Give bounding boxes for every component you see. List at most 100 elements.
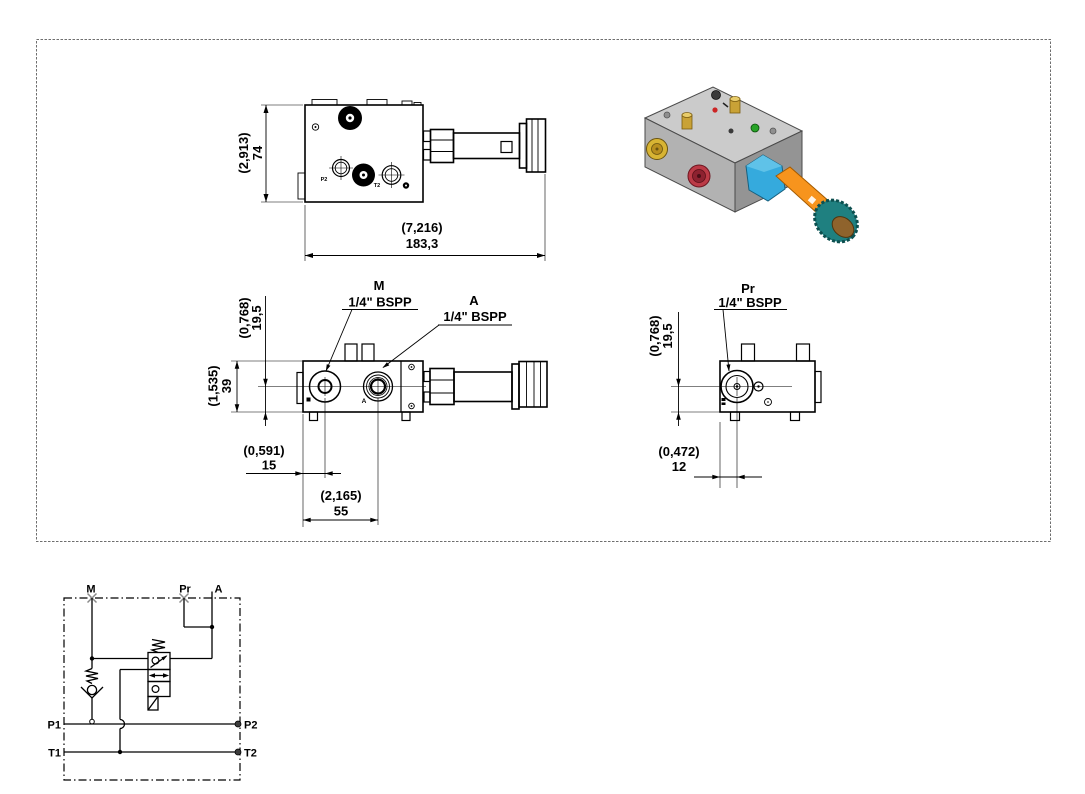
crosshair-port-right <box>378 162 405 188</box>
valve-box-bottom <box>147 680 171 698</box>
red-port <box>687 164 711 188</box>
front-dim-center-inch: (0,768) <box>237 297 252 338</box>
nut-highlight <box>746 155 782 172</box>
port-a-stamp: A <box>362 398 367 405</box>
front-dim-m-offset: (0,591) 15 <box>243 398 341 527</box>
side-dim-center-mm: 19,5 <box>660 323 675 348</box>
front-dim-a-offset-inch: (2,165) <box>320 488 361 503</box>
flow-arrow <box>161 655 168 661</box>
port-dot-p2 <box>234 720 242 728</box>
port-m-thread: 1/4" BSPP <box>348 295 412 310</box>
small-mark <box>722 102 729 108</box>
hydraulic-schematic: M Pr A P1 P2 T1 T2 <box>48 584 257 781</box>
seat-icon <box>80 686 104 699</box>
front-dim-m-offset-inch: (0,591) <box>243 443 284 458</box>
red-indicator-dot <box>712 107 718 113</box>
port-pr-name: Pr <box>741 281 755 296</box>
top-port-stamp-right: T2 <box>374 183 380 189</box>
schematic-port-m: M <box>86 584 95 596</box>
crosshair-port-left <box>329 156 353 180</box>
front-dim-center: (0,768) 19,5 <box>231 296 303 426</box>
top-view-ports: P2 T2 <box>311 106 410 189</box>
top-face-details <box>663 90 777 135</box>
sequence-valve-symbol <box>147 638 171 711</box>
schematic-port-pr: Pr <box>179 584 191 596</box>
view-3d-render <box>643 86 859 244</box>
check-valve-symbol <box>80 667 104 699</box>
front-dim-a-offset: (2,165) 55 <box>303 398 379 525</box>
screw-head <box>711 90 721 100</box>
tube-marking <box>807 195 817 205</box>
valve-ball-bottom <box>151 684 160 693</box>
schematic-boundary <box>63 597 241 781</box>
side-dim-pr-offset-mm: 12 <box>672 459 686 474</box>
junction-dot-3 <box>117 749 123 755</box>
dim-length-mm: 183,3 <box>406 236 439 251</box>
valve-spring-icon <box>149 638 166 654</box>
green-indicator <box>750 123 760 133</box>
side-dim-pr-offset: (0,472) 12 <box>658 398 762 488</box>
dim-height-mm: 74 <box>250 145 265 160</box>
sheet-border <box>36 39 1051 542</box>
spring-icon <box>83 667 99 685</box>
top-view-edge-tabs <box>297 99 422 200</box>
port-m-name: M <box>374 278 385 293</box>
schematic-port-t1: T1 <box>48 748 61 760</box>
pilot-diagonal <box>147 696 159 711</box>
small-hole-1 <box>311 123 320 131</box>
label-port-m: M 1/4" BSPP <box>325 278 418 372</box>
side-dim-pr-offset-inch: (0,472) <box>658 444 699 459</box>
front-dim-center-mm: 19,5 <box>249 305 264 330</box>
port-a-name: A <box>469 293 479 308</box>
schematic-port-t2: T2 <box>244 748 257 760</box>
front-dim-m-offset-mm: 15 <box>262 458 276 473</box>
junction-dot-2 <box>209 624 215 630</box>
ball-icon <box>86 684 98 696</box>
port-a-thread: 1/4" BSPP <box>443 309 507 324</box>
port-a: A <box>362 371 394 405</box>
side-view-tabs <box>729 343 822 422</box>
dim-height-inch: (2,913) <box>236 132 251 173</box>
junction-dot-1 <box>89 656 95 661</box>
top-view-dim-height: (2,913) 74 <box>236 104 303 203</box>
brass-stud-1 <box>681 112 693 130</box>
port-pr-stamp <box>721 398 726 401</box>
view-top: P2 T2 (2,913) 74 <box>236 99 547 261</box>
junction-circle <box>89 718 95 725</box>
schematic-port-a: A <box>215 584 223 596</box>
side-small-hole-1 <box>753 381 764 392</box>
side-small-hole-2 <box>764 398 772 406</box>
label-port-pr: Pr 1/4" BSPP <box>714 281 787 372</box>
top-view-cartridge <box>422 118 547 173</box>
view-front: A M 1/4" BSPP A 1/4" BSPP <box>206 278 548 527</box>
dim-length-inch: (7,216) <box>401 220 442 235</box>
schematic-port-p1: P1 <box>48 720 61 732</box>
knob-end-face <box>831 216 855 238</box>
knob-front-view <box>518 360 548 408</box>
knob-top-view <box>525 118 547 173</box>
front-dim-height-inch: (1,535) <box>206 365 221 406</box>
side-dim-center: (0,768) 19,5 <box>647 312 720 426</box>
port-m-stamp <box>306 397 311 402</box>
small-dark-hole <box>728 128 734 134</box>
front-dim-a-offset-mm: 55 <box>334 504 348 519</box>
schematic-port-p2: P2 <box>244 720 257 732</box>
side-dim-center-inch: (0,768) <box>647 315 662 356</box>
schematic-lines <box>64 591 238 753</box>
port-dot-t2 <box>234 748 242 756</box>
front-dim-height: (1,535) 39 <box>206 361 240 412</box>
pilot-box <box>147 695 159 711</box>
cartridge-3d <box>745 154 859 244</box>
label-port-a: A 1/4" BSPP <box>382 293 512 368</box>
front-view-cartridge <box>423 360 548 410</box>
front-dim-height-mm: 39 <box>219 379 234 393</box>
view-side: Pr 1/4" BSPP (0,768) 19,5 (0,472) 12 <box>647 281 822 488</box>
top-view-dim-length: (7,216) 183,3 <box>304 174 546 261</box>
front-view-tabs <box>296 343 411 422</box>
port-pr-thread: 1/4" BSPP <box>718 295 782 310</box>
brass-stud-2 <box>729 96 741 114</box>
mount-hole-1 <box>663 111 671 119</box>
yellow-plug <box>646 138 668 160</box>
